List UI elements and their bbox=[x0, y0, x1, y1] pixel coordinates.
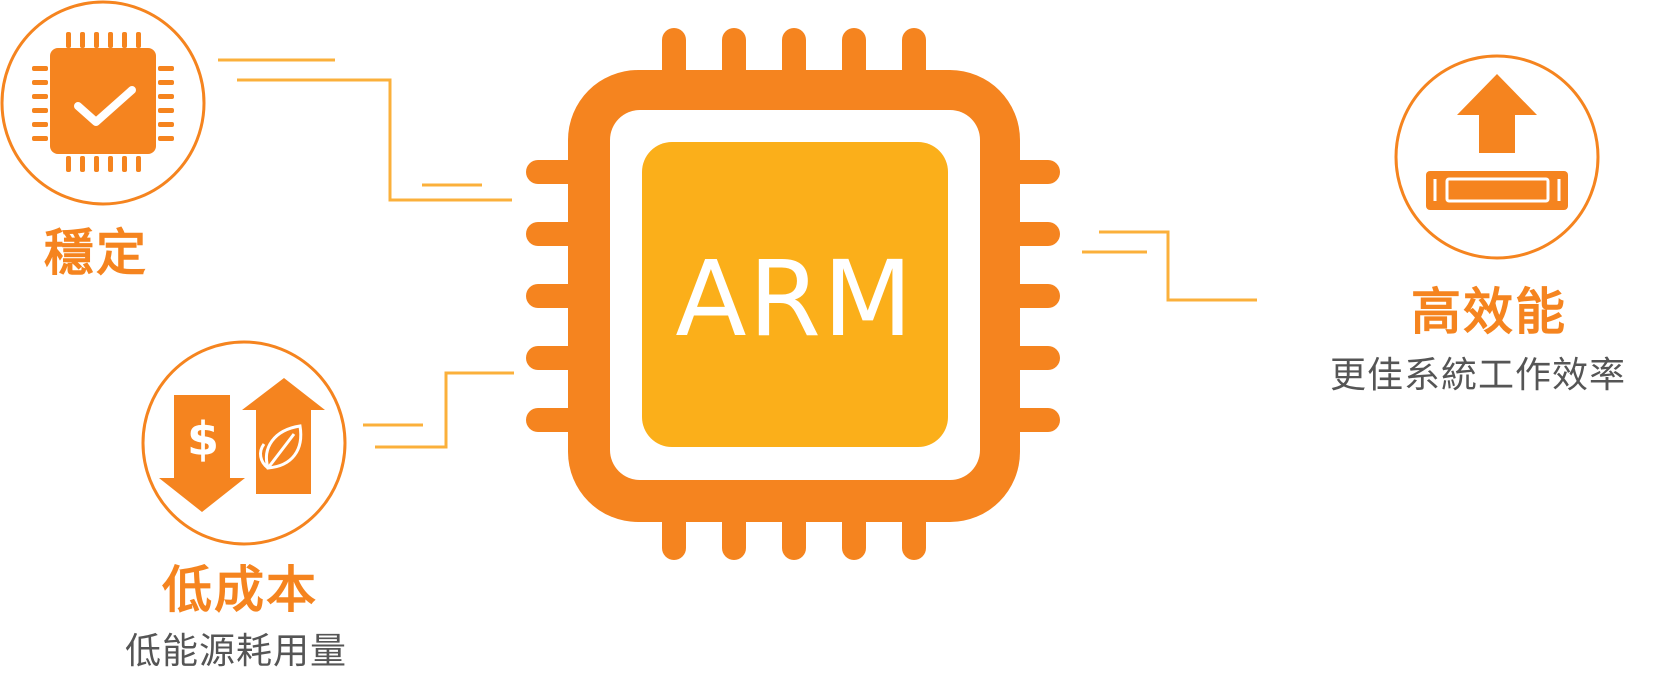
chip-core bbox=[642, 142, 948, 447]
dollar-down-arrow-icon bbox=[159, 395, 245, 512]
feature-title-stable: 穩定 bbox=[44, 224, 148, 282]
bar-inner bbox=[1445, 177, 1550, 203]
connector-stable bbox=[237, 78, 512, 202]
connector-lines bbox=[218, 58, 1257, 449]
icon-circle bbox=[1394, 54, 1600, 260]
feature-low-cost-icon-group: $ bbox=[141, 340, 347, 546]
connector-low-cost bbox=[375, 371, 514, 449]
feature-title-performance: 高效能 bbox=[1411, 283, 1567, 341]
icon-circle bbox=[141, 340, 347, 546]
dollar-leaf-arrows-icon: $ bbox=[159, 378, 325, 512]
chip-label: ARM bbox=[675, 238, 914, 360]
leaf-icon bbox=[259, 424, 303, 470]
upload-bar-icon bbox=[1426, 74, 1568, 210]
leaf-up-arrow-icon bbox=[242, 378, 325, 494]
dollar-sign-icon: $ bbox=[187, 412, 219, 466]
feature-subtitle-performance: 更佳系統工作效率 bbox=[1330, 355, 1627, 396]
up-arrow-icon bbox=[1457, 74, 1537, 153]
feature-subtitle-low-cost: 低能源耗用量 bbox=[125, 631, 348, 672]
icon-circle bbox=[0, 0, 206, 206]
feature-performance-icon-group bbox=[1394, 54, 1600, 260]
arm-chip: ARM bbox=[526, 28, 1060, 560]
chip-check-icon bbox=[32, 32, 174, 172]
feature-stable-icon-group bbox=[0, 0, 206, 206]
connector-performance bbox=[1099, 230, 1257, 302]
feature-title-low-cost: 低成本 bbox=[162, 561, 318, 619]
